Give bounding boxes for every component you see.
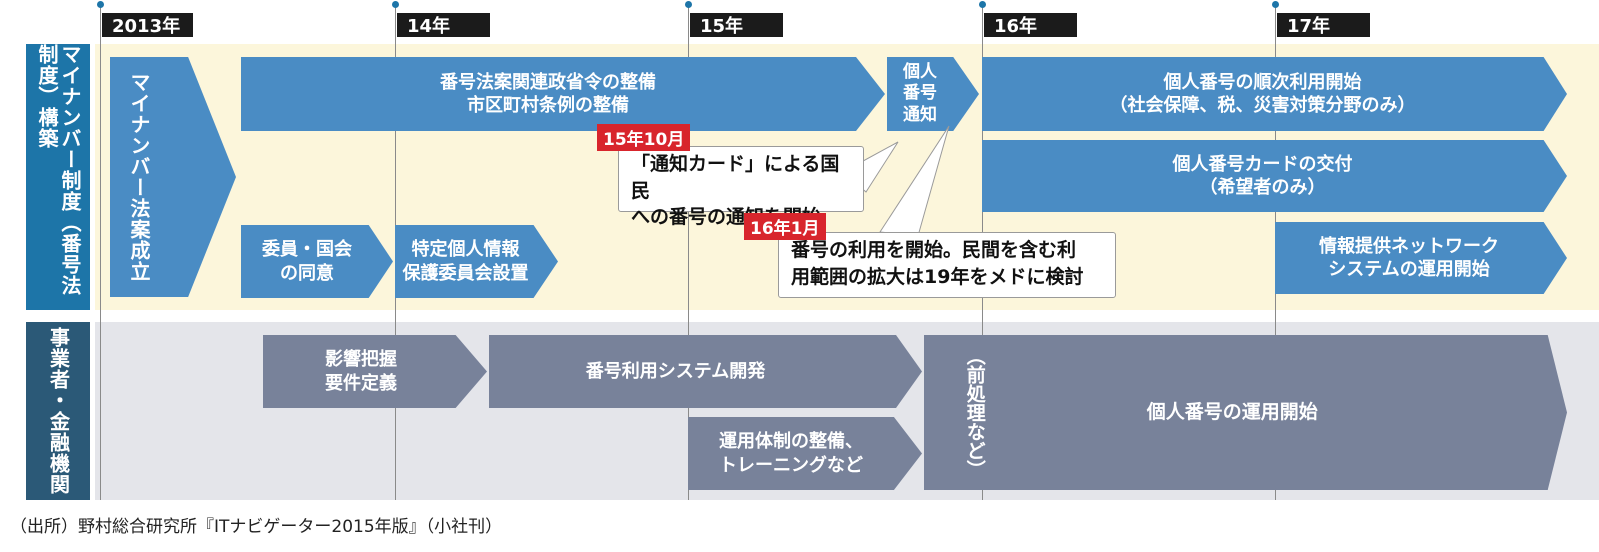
arrow-operation-setup: 運用体制の整備、 トレーニングなど [688,417,922,490]
arrow-impact-analysis: 影響把握 要件定義 [263,335,487,408]
notice-label: 個人番号通知 [903,62,937,125]
timeline-line-15 [688,6,689,500]
arrow-number-operation: （前処理など） 個人番号の運用開始 [924,335,1567,490]
callout-notice-card: 「通知カード」による国民 への番号の通知を開始 [618,146,864,228]
year-label-15: 15年 [690,13,783,37]
year-label-2013: 2013年 [102,13,193,37]
section-label-business: 事業者・金融機関 [26,322,90,500]
section-label-mynumber: マイナンバー制度（番号法制度）構築 [26,44,90,310]
year-label-17: 17年 [1277,13,1370,37]
ordinance-line-1: 番号法案関連政省令の整備 [440,71,656,93]
arrow-system-development: 番号利用システム開発 [489,335,922,408]
arrow-network-system: 情報提供ネットワーク システムの運用開始 [1275,222,1567,294]
year-label-14: 14年 [397,13,490,37]
network-line-1: 情報提供ネットワーク [1319,235,1499,257]
arrow-committee-consent: 委員・国会 の同意 [241,225,393,298]
impact-line-2: 要件定義 [325,372,397,394]
timeline-line-2013 [100,6,101,500]
callout-2-line-2: 用範囲の拡大は19年をメドに検討 [791,265,1084,288]
arrow-ordinance: 番号法案関連政省令の整備 市区町村条例の整備 [241,57,885,131]
ops-line-1: 運用体制の整備、 [719,431,863,453]
timeline-dot [1272,1,1279,8]
source-note: （出所）野村総合研究所『ITナビゲーター2015年版』（小社刊） [10,517,503,537]
arrow-number-usage: 個人番号の順次利用開始 （社会保障、税、災害対策分野のみ） [982,57,1567,131]
date-tag-15-oct: 15年10月 [597,124,691,151]
year-label-16: 16年 [984,13,1077,37]
date-tag-16-jan: 16年1月 [744,213,826,240]
protection-line-1: 特定個人情報 [411,239,520,261]
timeline-dot [685,1,692,8]
ops-line-2: トレーニングなど [719,454,863,476]
card-line-1: 個人番号カードの交付 [1172,153,1353,175]
usage-line-1: 個人番号の順次利用開始 [1163,71,1362,93]
impact-line-1: 影響把握 [325,349,397,371]
system-dev-label: 番号利用システム開発 [585,360,766,382]
callout-2-line-1: 番号の利用を開始。民間を含む利 [791,239,1077,261]
network-line-2: システムの運用開始 [1328,259,1490,280]
arrow-card-issue: 個人番号カードの交付 （希望者のみ） [982,140,1567,212]
timeline-dot [97,1,104,8]
usage-line-2: （社会保障、税、災害対策分野のみ） [1109,95,1416,116]
timeline-dot [392,1,399,8]
preprocess-label: （前処理など） [963,346,986,479]
bill-passed-label: マイナンバー法案成立 [127,72,151,282]
operation-label: 個人番号の運用開始 [1146,401,1318,424]
card-line-2: （希望者のみ） [1199,177,1326,198]
callout-usage-start: 番号の利用を開始。民間を含む利 用範囲の拡大は19年をメドに検討 [778,232,1116,298]
ordinance-line-2: 市区町村条例の整備 [467,95,629,116]
committee-line-1: 委員・国会 [262,239,352,261]
committee-line-2: の同意 [280,262,334,284]
protection-line-2: 保護委員会設置 [402,262,529,284]
timeline-dot [979,1,986,8]
callout-1-line-1: 「通知カード」による国民 [631,153,840,202]
arrow-protection-committee: 特定個人情報 保護委員会設置 [395,225,558,298]
